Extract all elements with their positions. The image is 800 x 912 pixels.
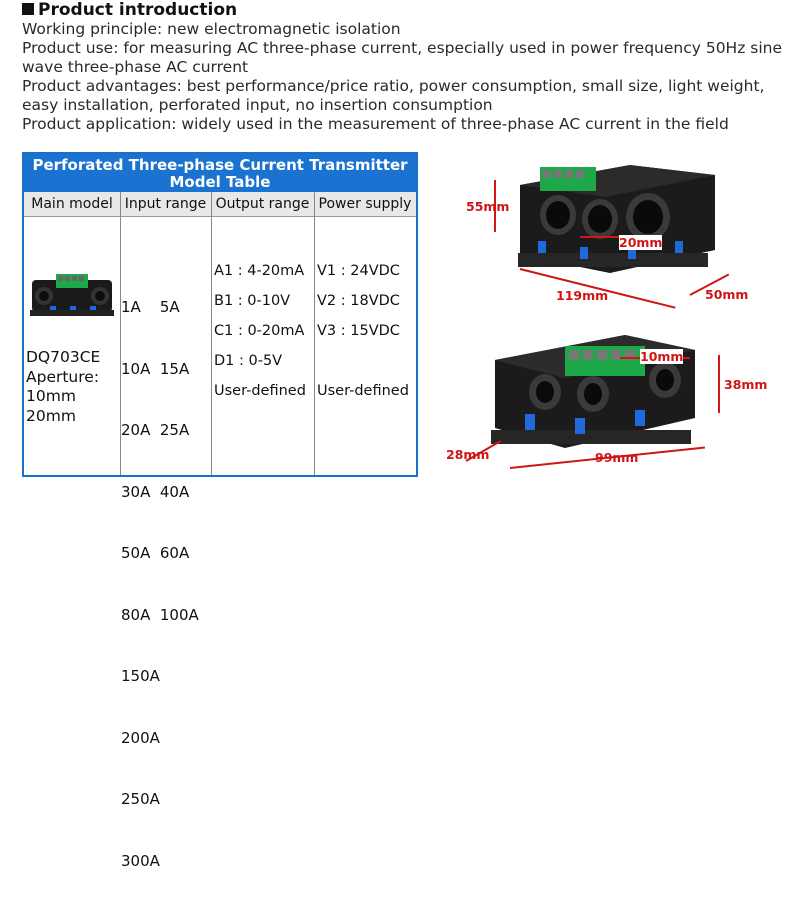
dim-line — [718, 355, 720, 413]
dim-line — [580, 236, 648, 238]
intro-line: Product advantages: best performance/pri… — [22, 77, 765, 95]
dim-line — [494, 180, 496, 232]
dim-top-width: 50mm — [705, 287, 749, 302]
power-supply-cell: V1 : 24VDC V2 : 18VDC V3 : 15VDC User-de… — [317, 263, 409, 399]
dim-bottom-height: 38mm — [724, 377, 768, 392]
dim-bottom-hole: 10mm — [640, 349, 684, 364]
output-range-cell: A1 : 4-20mA B1 : 0-10V C1 : 0-20mA D1 : … — [214, 263, 306, 399]
dim-bottom-length: 99mm — [595, 450, 639, 465]
intro-line: wave three-phase AC current — [22, 58, 249, 76]
product-thumbnail-image — [30, 274, 114, 316]
intro-line: Working principle: new electromagnetic i… — [22, 20, 401, 38]
dim-top-length: 119mm — [556, 288, 609, 303]
intro-line: Product application: widely used in the … — [22, 115, 729, 133]
column-divider — [211, 192, 212, 475]
product-introduction: Product introduction Working principle: … — [22, 0, 792, 134]
column-divider — [314, 192, 315, 475]
header-power-supply: Power supply — [314, 192, 416, 217]
model-table-title: Perforated Three-phase Current Transmitt… — [24, 154, 416, 192]
input-range-cell: 1A 5A 10A 15A 20A 25A 30A 40A 50A 60A 80… — [121, 298, 199, 870]
column-divider — [120, 192, 121, 475]
intro-title: Product introduction — [22, 0, 792, 20]
main-model-cell: DQ703CE Aperture: 10mm 20mm — [26, 348, 101, 425]
dim-top-height: 55mm — [466, 199, 510, 214]
top-device-image — [518, 165, 715, 273]
dim-top-hole: 20mm — [619, 235, 663, 250]
header-input-range: Input range — [120, 192, 211, 217]
square-bullet-icon — [22, 3, 34, 15]
dim-bottom-width: 28mm — [446, 447, 490, 462]
header-output-range: Output range — [211, 192, 314, 217]
intro-line: easy installation, perforated input, no … — [22, 96, 493, 114]
model-table: Perforated Three-phase Current Transmitt… — [22, 152, 418, 870]
intro-line: Product use: for measuring AC three-phas… — [22, 39, 783, 57]
header-main-model: Main model — [24, 192, 120, 217]
